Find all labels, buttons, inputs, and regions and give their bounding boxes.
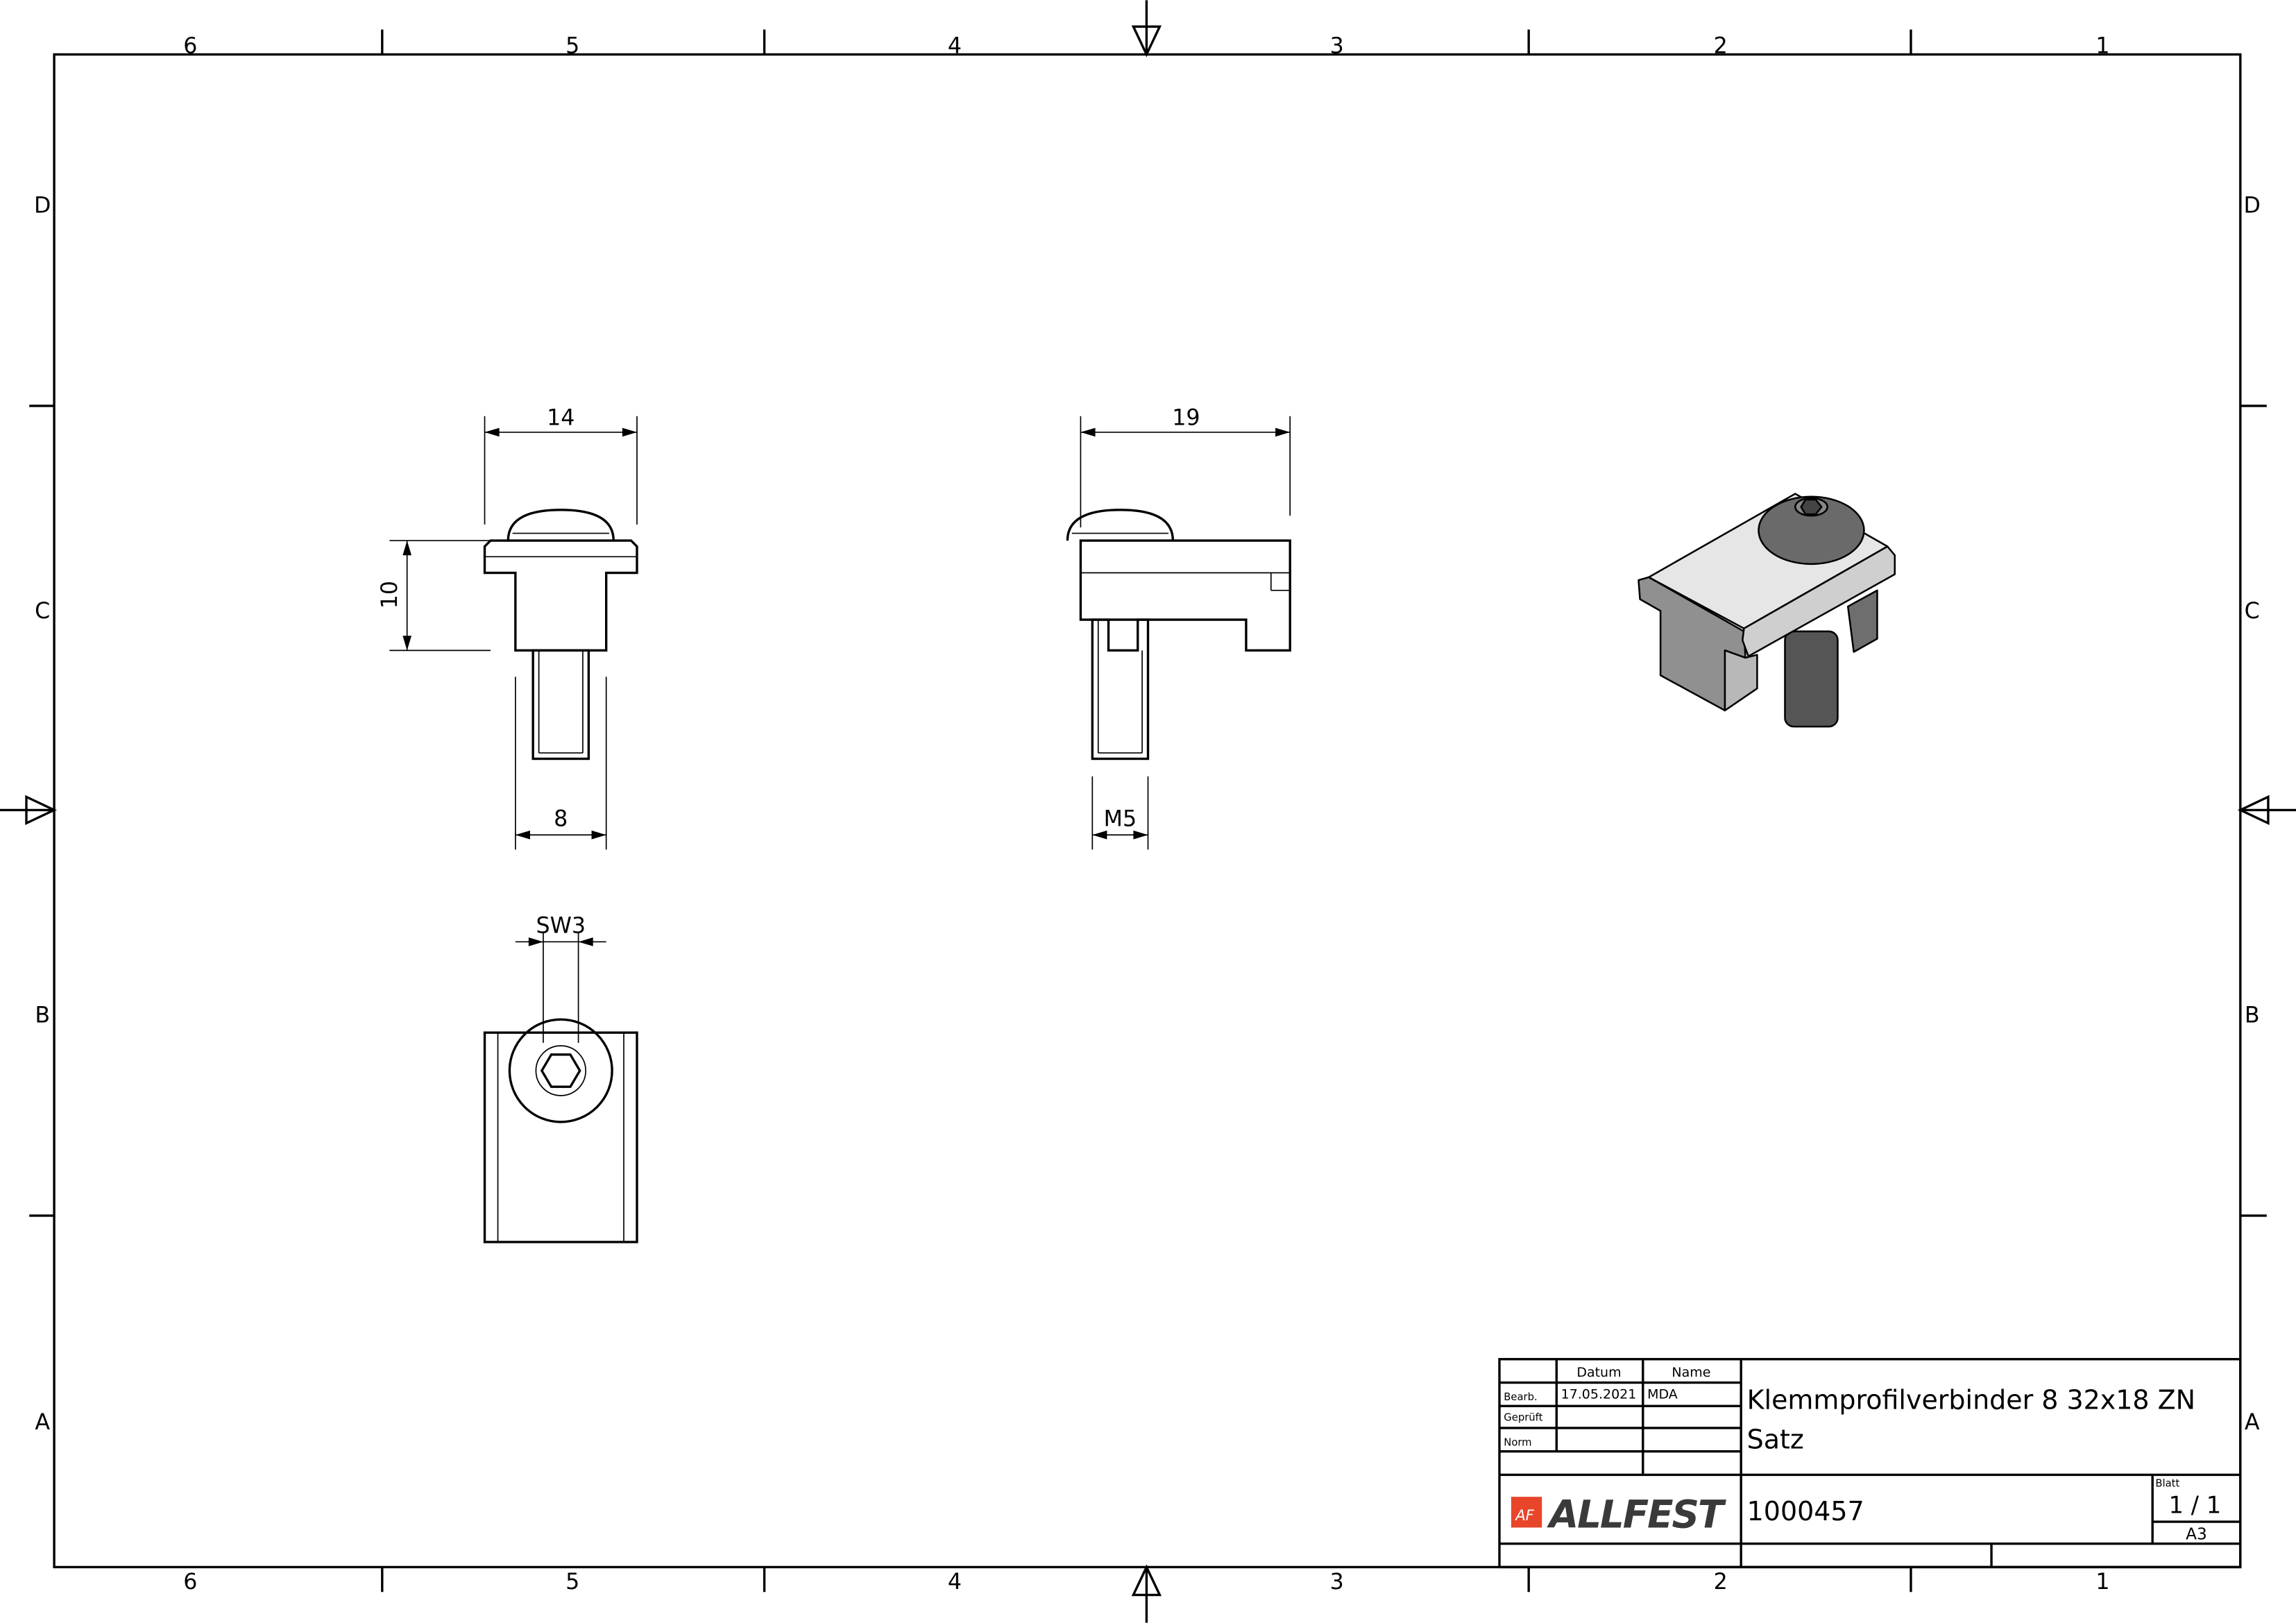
dimension-sw3: SW3: [536, 914, 586, 939]
svg-text:3: 3: [1330, 33, 1344, 58]
label-norm: Norm: [1504, 1436, 1531, 1448]
svg-text:1: 1: [2095, 33, 2109, 58]
drawing-number: 1000457: [1747, 1496, 1864, 1527]
svg-text:D: D: [34, 193, 51, 218]
svg-text:3: 3: [1330, 1570, 1344, 1595]
svg-text:AF: AF: [1514, 1506, 1534, 1524]
bearb-date: 17.05.2021: [1561, 1387, 1637, 1402]
dimension-8: 8: [554, 807, 568, 832]
drawing-frame: [53, 53, 2242, 1569]
svg-text:4: 4: [948, 1570, 962, 1595]
zone-labels: 6 5 4 3 2 1 6 5 4 3 2 1 D C B A D C B A: [34, 33, 2261, 1595]
svg-text:C: C: [2245, 599, 2260, 624]
svg-text:1: 1: [2095, 1570, 2109, 1595]
svg-text:4: 4: [948, 33, 962, 58]
svg-text:D: D: [2244, 193, 2261, 218]
side-view: 19 M5: [1066, 405, 1291, 850]
svg-text:5: 5: [566, 33, 579, 58]
svg-text:2: 2: [1714, 1570, 1728, 1595]
drawing-subtitle: Satz: [1747, 1424, 1804, 1454]
svg-text:6: 6: [183, 33, 197, 58]
svg-text:A: A: [2245, 1410, 2260, 1435]
svg-text:ALLFEST: ALLFEST: [1547, 1492, 1727, 1536]
sheet-label: Blatt: [2155, 1477, 2179, 1489]
title-block: Datum Name Bearb. Geprüft Norm 17.05.202…: [1498, 1358, 2242, 1569]
svg-text:B: B: [2245, 1003, 2260, 1028]
allfest-logo: AF ALLFEST: [1511, 1492, 1728, 1536]
bearb-name: MDA: [1647, 1387, 1678, 1402]
sheet-number: 1 / 1: [2168, 1491, 2221, 1518]
svg-text:C: C: [35, 599, 50, 624]
label-bearb: Bearb.: [1504, 1391, 1537, 1403]
dimension-10: 10: [377, 581, 402, 609]
dimension-m5: M5: [1104, 807, 1137, 832]
svg-text:5: 5: [566, 1570, 579, 1595]
svg-text:6: 6: [183, 1570, 197, 1595]
dimension-14: 14: [547, 405, 575, 430]
svg-text:A: A: [35, 1410, 50, 1435]
zone-ticks: [29, 29, 2267, 1592]
dimension-19: 19: [1172, 405, 1200, 430]
header-datum: Datum: [1576, 1365, 1621, 1380]
top-view: SW3: [483, 914, 638, 1243]
paper-format: A3: [2186, 1524, 2207, 1543]
label-geprueft: Geprüft: [1504, 1411, 1542, 1423]
isometric-view: [1638, 493, 1896, 728]
svg-text:B: B: [35, 1003, 50, 1028]
header-name: Name: [1672, 1365, 1710, 1380]
svg-text:2: 2: [1714, 33, 1728, 58]
drawing-title: Klemmprofilverbinder 8 32x18 ZN: [1747, 1385, 2195, 1416]
front-view: 14 10 8: [377, 405, 638, 850]
